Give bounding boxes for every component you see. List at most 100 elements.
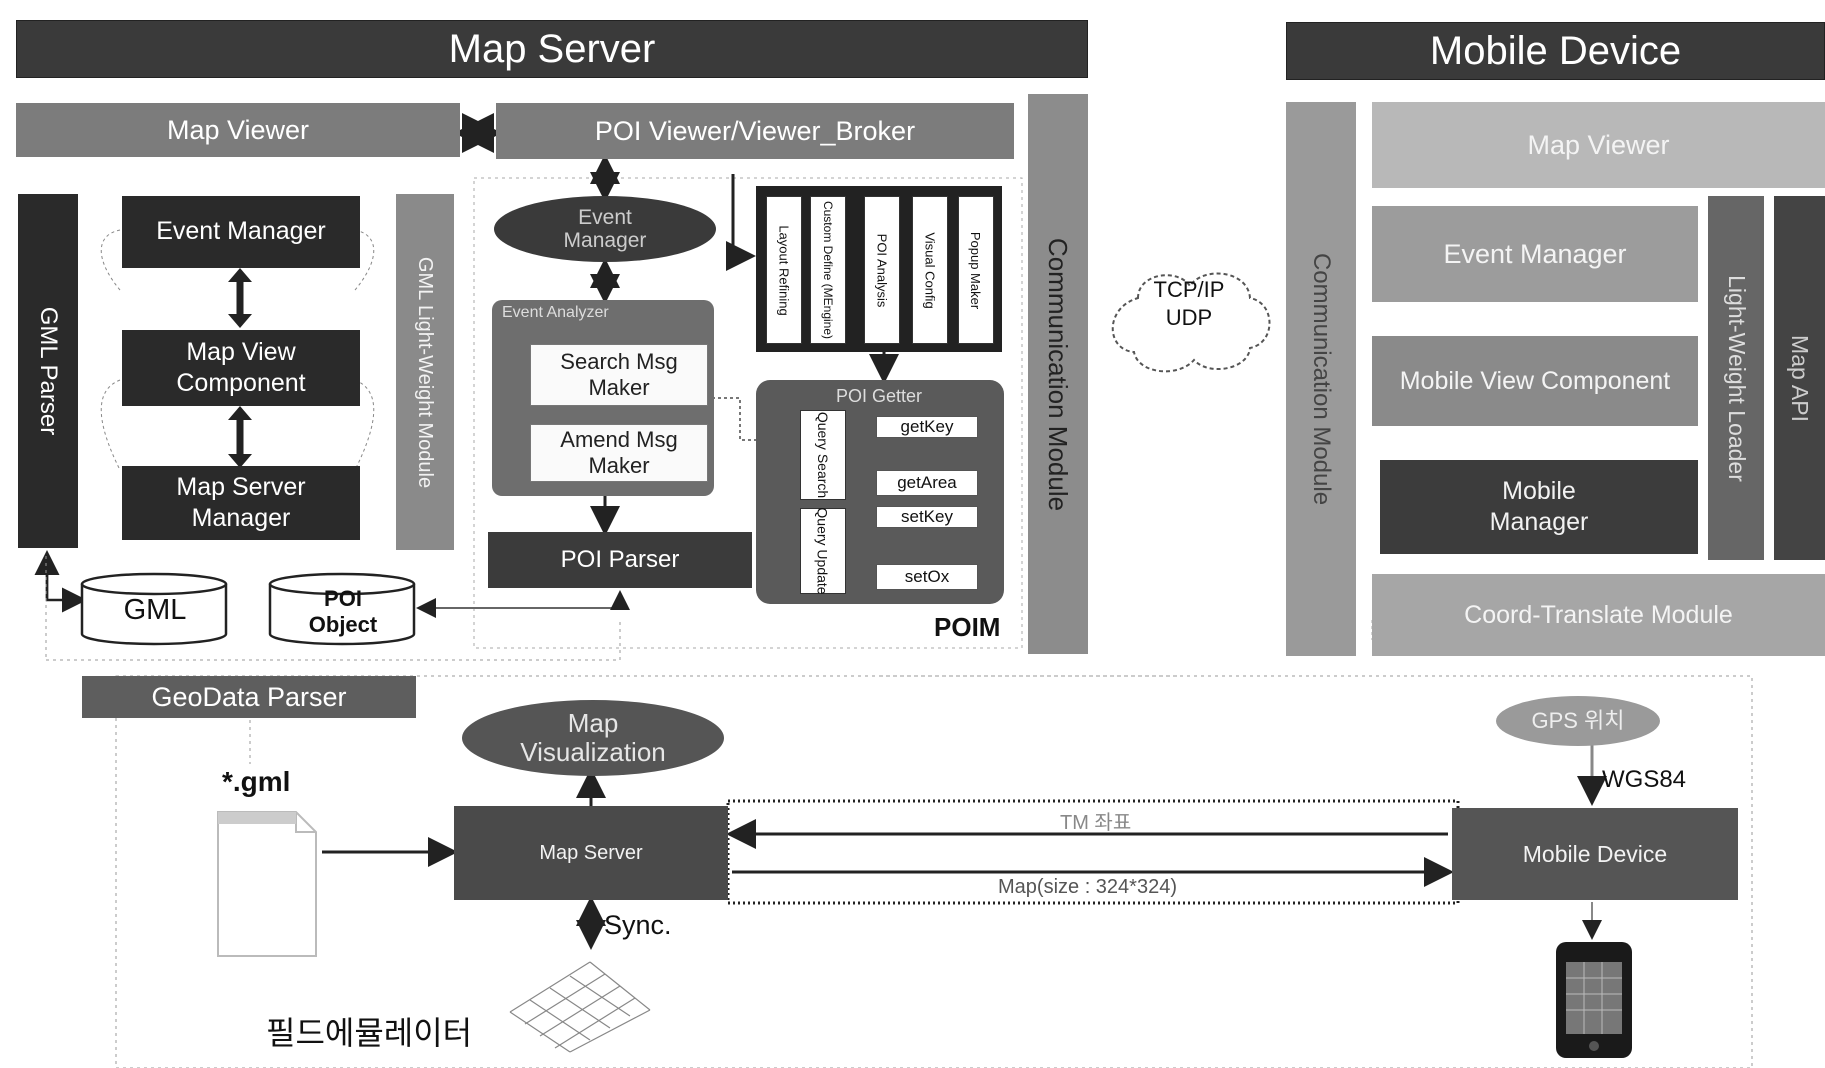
map-size-label: Map(size : 324*324) [998, 876, 1177, 899]
query-search-box: Query Search [800, 410, 846, 500]
event-manager-box: Event Manager [122, 196, 360, 268]
get-area-box: getArea [876, 470, 978, 496]
amend-msg-line1: Amend Msg [560, 427, 677, 453]
search-msg-line1: Search Msg [560, 349, 677, 375]
module-custom-define-label: Custom Define (MEngine) [821, 201, 835, 339]
search-msg-line2: Maker [588, 375, 649, 401]
poi-parser-box: POI Parser [488, 532, 752, 588]
map-server-title: Map Server [16, 20, 1088, 78]
map-server-communication-module: Communication Module [1028, 94, 1088, 654]
event-manager-label: Event Manager [156, 216, 326, 247]
lightweight-loader-label: Light-Weight Loader [1723, 275, 1750, 482]
mobile-view-component-label: Mobile View Component [1400, 367, 1671, 396]
bottom-mobile-device: Mobile Device [1452, 808, 1738, 900]
event-analyzer-label: Event Analyzer [502, 304, 609, 322]
tm-coordinates-label: TM 좌표 [1060, 806, 1131, 835]
mobile-event-manager-label: Event Manager [1443, 239, 1626, 270]
gps-position: GPS 위치 [1496, 696, 1660, 746]
poi-viewer-broker-label: POI Viewer/Viewer_Broker [595, 116, 915, 147]
get-area-label: getArea [897, 473, 957, 493]
gml-file-icon [212, 806, 322, 966]
gml-lightweight-module: GML Light-Weight Module [396, 194, 454, 550]
poi-getter-label: POI Getter [836, 386, 922, 407]
amend-msg-line2: Maker [588, 453, 649, 479]
mobile-manager-line2: Manager [1490, 507, 1589, 538]
map-visualization-line1: Map [568, 709, 619, 738]
geodata-parser-label: GeoData Parser [151, 682, 346, 713]
mobile-phone-icon [1552, 938, 1636, 1062]
module-visual-config: Visual Config [912, 196, 948, 344]
mobile-device-title: Mobile Device [1286, 22, 1825, 80]
poi-parser-label: POI Parser [561, 545, 680, 575]
module-poi-analysis: POI Analysis [864, 196, 900, 344]
map-server-communication-label: Communication Module [1043, 237, 1074, 510]
network-protocols: TCP/IP UDP [1098, 276, 1280, 331]
map-view-component-box: Map View Component [122, 330, 360, 406]
gps-position-label: GPS 위치 [1531, 709, 1624, 733]
set-ox-label: setOx [905, 567, 949, 587]
map-view-component-line2: Component [176, 368, 305, 399]
mobile-manager: Mobile Manager [1380, 460, 1698, 554]
map-api-label: Map API [1786, 335, 1813, 422]
poi-viewer-broker-bar: POI Viewer/Viewer_Broker [496, 103, 1014, 159]
poi-object-line2: Object [268, 612, 418, 638]
sync-label: Sync. [604, 910, 672, 941]
map-viewer-bar: Map Viewer [16, 103, 460, 157]
module-custom-define: Custom Define (MEngine) [810, 196, 846, 344]
mobile-map-viewer-label: Map Viewer [1527, 130, 1669, 161]
bottom-mobile-device-label: Mobile Device [1523, 840, 1667, 869]
set-key-label: setKey [901, 507, 953, 527]
gml-store-label: GML [80, 594, 230, 627]
module-layout-refining-label: Layout Refining [777, 225, 792, 315]
module-popup-maker: Popup Maker [958, 196, 994, 344]
gml-parser-label: GML Parser [33, 307, 63, 435]
mobile-communication-label: Communication Module [1307, 253, 1335, 505]
map-server-manager-line2: Manager [192, 503, 291, 534]
mobile-map-viewer: Map Viewer [1372, 102, 1825, 188]
mobile-manager-line1: Mobile [1502, 476, 1576, 507]
mobile-event-manager: Event Manager [1372, 206, 1698, 302]
network-udp: UDP [1098, 304, 1280, 332]
module-layout-refining: Layout Refining [766, 196, 802, 344]
geodata-parser: GeoData Parser [82, 676, 416, 718]
get-key-box: getKey [876, 416, 978, 438]
map-visualization-line2: Visualization [520, 738, 666, 767]
map-server-manager-line1: Map Server [176, 472, 305, 503]
event-manager-ellipse: Event Manager [494, 196, 716, 262]
lightweight-loader: Light-Weight Loader [1708, 196, 1764, 560]
coord-translate-module: Coord-Translate Module [1372, 574, 1825, 656]
amend-msg-maker: Amend Msg Maker [530, 424, 708, 482]
map-viewer-label: Map Viewer [167, 115, 309, 146]
get-key-label: getKey [901, 417, 954, 437]
gml-lightweight-label: GML Light-Weight Module [413, 256, 438, 487]
gml-file-label: *.gml [222, 766, 290, 798]
map-server-manager-box: Map Server Manager [122, 466, 360, 540]
set-key-box: setKey [876, 506, 978, 528]
map-view-component-line1: Map View [186, 337, 295, 368]
search-msg-maker: Search Msg Maker [530, 344, 708, 406]
query-update-box: Query Update [800, 508, 846, 594]
mobile-device-title-text: Mobile Device [1430, 29, 1681, 74]
map-api: Map API [1774, 196, 1825, 560]
mobile-view-component: Mobile View Component [1372, 336, 1698, 426]
bottom-map-server: Map Server [454, 806, 728, 900]
mobile-communication-module: Communication Module [1286, 102, 1356, 656]
query-search-label: Query Search [815, 412, 831, 498]
network-tcpip: TCP/IP [1098, 276, 1280, 304]
map-server-title-text: Map Server [449, 27, 656, 72]
wgs84-label: WGS84 [1602, 766, 1686, 794]
set-ox-box: setOx [876, 564, 978, 590]
event-manager-ellipse-line1: Event [578, 206, 632, 229]
field-emulator-label: 필드에뮬레이터 [266, 1008, 472, 1054]
bottom-map-server-label: Map Server [539, 841, 642, 866]
module-visual-config-label: Visual Config [923, 232, 938, 308]
module-poi-analysis-label: POI Analysis [875, 233, 890, 307]
map-visualization: Map Visualization [462, 700, 724, 776]
coord-translate-label: Coord-Translate Module [1464, 601, 1733, 630]
poi-object-line1: POI [268, 586, 418, 612]
gml-parser: GML Parser [18, 194, 78, 548]
field-grid-icon [500, 952, 680, 1058]
module-popup-maker-label: Popup Maker [969, 231, 984, 308]
poi-object-label: POI Object [268, 586, 418, 639]
event-manager-ellipse-line2: Manager [564, 229, 647, 252]
